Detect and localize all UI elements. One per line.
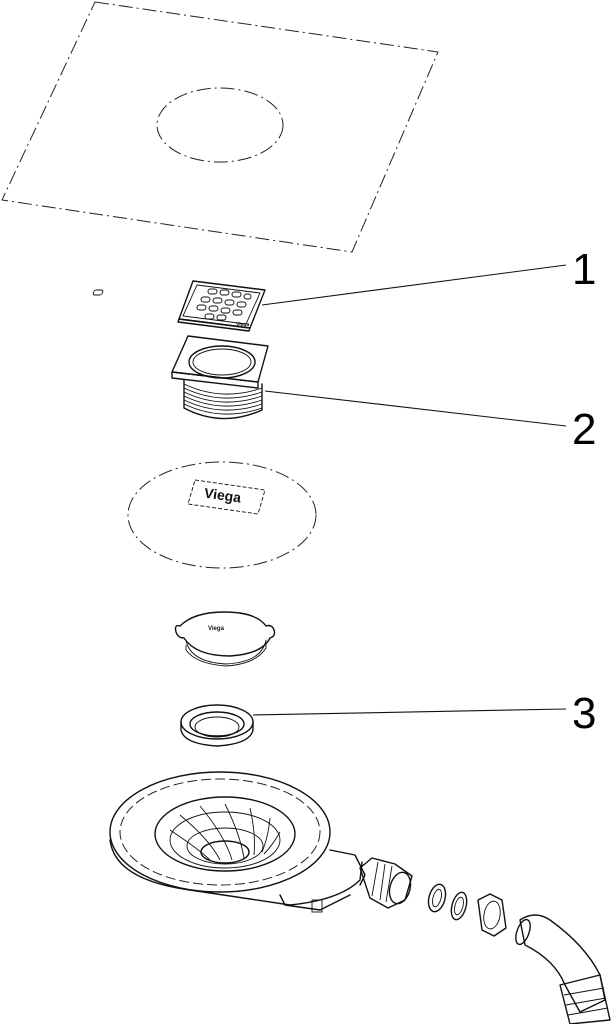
drain-funnel-ribs — [169, 803, 281, 861]
outlet-pipe — [359, 857, 413, 909]
union-nut — [477, 893, 507, 937]
callout-label-3: 3 — [572, 689, 596, 738]
drain-grate: Viega — [92, 280, 266, 332]
membrane-sheet: Viega — [127, 461, 317, 569]
drain-body — [109, 771, 366, 913]
leader-line-2 — [264, 390, 567, 427]
sealing-sheet — [1, 1, 439, 253]
grate-slots — [196, 288, 252, 321]
cap-logo: Viega — [208, 626, 225, 632]
protective-cap: Viega — [174, 611, 276, 667]
leader-lines — [252, 264, 567, 716]
callout-label-1: 1 — [572, 245, 596, 294]
drain-frame — [171, 335, 269, 420]
pipe-gasket-2 — [450, 891, 468, 921]
pipe-gasket-1 — [427, 883, 447, 913]
grate-logo: Viega — [236, 322, 249, 328]
callout-label-2: 2 — [572, 405, 596, 454]
frame-thread — [183, 383, 263, 415]
elbow-pipe — [515, 914, 611, 1024]
membrane-logo: Viega — [203, 485, 242, 506]
leader-line-1 — [261, 264, 567, 306]
leader-line-3 — [252, 708, 567, 716]
sealing-ring — [180, 704, 254, 747]
